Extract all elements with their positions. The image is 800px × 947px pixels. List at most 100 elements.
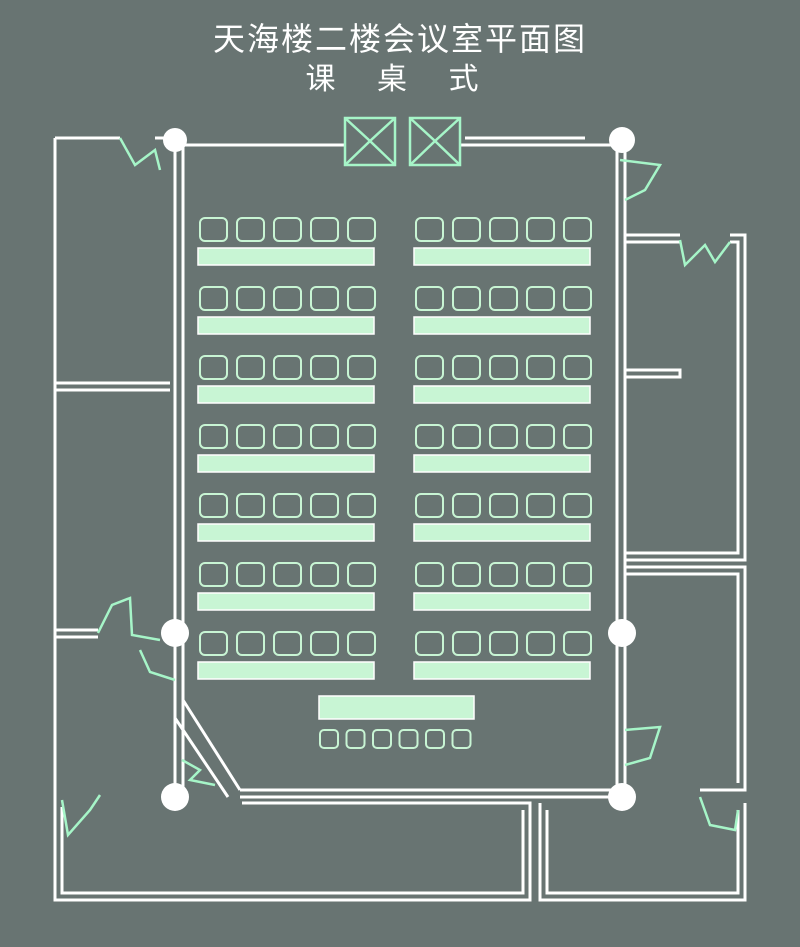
door-left-mid (96, 596, 161, 642)
chair (347, 424, 376, 449)
presenter-chair (425, 729, 445, 749)
chair (273, 286, 302, 311)
chair (199, 424, 228, 449)
chair (452, 217, 481, 242)
door-top-right (619, 158, 663, 202)
chair (310, 631, 339, 656)
chair (310, 562, 339, 587)
right-lower-room (625, 565, 747, 792)
seating-layout (197, 217, 592, 749)
chair (563, 286, 592, 311)
chair (310, 286, 339, 311)
chair (415, 286, 444, 311)
chair (273, 424, 302, 449)
chair (310, 355, 339, 380)
chair (236, 562, 265, 587)
chair (526, 562, 555, 587)
desk (413, 661, 591, 680)
chair (526, 424, 555, 449)
desk (413, 454, 591, 473)
chair (415, 424, 444, 449)
chair (199, 286, 228, 311)
chair (236, 424, 265, 449)
diagonal-corridor (173, 699, 242, 798)
chair (489, 562, 518, 587)
chair (452, 562, 481, 587)
chair (563, 424, 592, 449)
chair (273, 631, 302, 656)
chair (526, 355, 555, 380)
chair (236, 355, 265, 380)
main-room-wall-right (615, 145, 627, 790)
columns (161, 127, 636, 811)
chair (273, 355, 302, 380)
plan-title: 天海楼二楼会议室平面图 (212, 20, 587, 58)
door-bottom-left (60, 794, 102, 838)
door-top-left (118, 137, 162, 171)
chair (415, 631, 444, 656)
door-bottom-right (698, 796, 740, 832)
chair (563, 355, 592, 380)
door-corridor (181, 758, 216, 787)
main-entrance-doors (343, 116, 462, 167)
desk (413, 523, 591, 542)
desk (413, 385, 591, 404)
right-wing-wall (625, 233, 747, 562)
column-mid-left (161, 619, 189, 647)
column-mid-right (608, 619, 636, 647)
desk (197, 523, 375, 542)
desk (197, 316, 375, 335)
chair (526, 631, 555, 656)
walls (53, 136, 747, 902)
presenter-chair (398, 729, 419, 749)
chair (489, 631, 518, 656)
main-room-wall-bottom (240, 788, 622, 799)
plan-subtitle: 课 桌 式 (305, 62, 495, 97)
chair (310, 217, 339, 242)
chair (199, 493, 228, 518)
chair (452, 286, 481, 311)
presenter-table (318, 695, 475, 720)
chair (310, 493, 339, 518)
desk (197, 385, 375, 404)
chair (415, 562, 444, 587)
column-top-left (163, 128, 187, 152)
presenter-chair (372, 729, 392, 749)
chair (563, 631, 592, 656)
chair (347, 217, 376, 242)
column-bottom-left (161, 783, 189, 811)
chair (526, 217, 555, 242)
desk (197, 247, 375, 266)
bottom-left-room (53, 800, 532, 902)
door-swings (60, 137, 740, 838)
desk (197, 454, 375, 473)
left-wing-wall (53, 136, 170, 800)
chair (310, 424, 339, 449)
desk (197, 661, 375, 680)
chair (563, 562, 592, 587)
presenter-chair (345, 729, 366, 749)
chair (347, 355, 376, 380)
chair (273, 217, 302, 242)
chair (489, 286, 518, 311)
chair (526, 286, 555, 311)
desk (413, 592, 591, 611)
chair (347, 562, 376, 587)
chair (452, 493, 481, 518)
presenter-chair (319, 729, 339, 749)
chair (489, 217, 518, 242)
chair (563, 217, 592, 242)
column-bottom-right (608, 783, 636, 811)
chair (236, 493, 265, 518)
chair (199, 631, 228, 656)
door-right-low (624, 725, 662, 767)
chair (489, 424, 518, 449)
chair (347, 286, 376, 311)
chair (199, 355, 228, 380)
chair (526, 493, 555, 518)
presenter-chair (451, 729, 472, 749)
chair (199, 562, 228, 587)
bottom-right-room (538, 803, 747, 902)
door-left-low (138, 649, 176, 682)
chair (563, 493, 592, 518)
